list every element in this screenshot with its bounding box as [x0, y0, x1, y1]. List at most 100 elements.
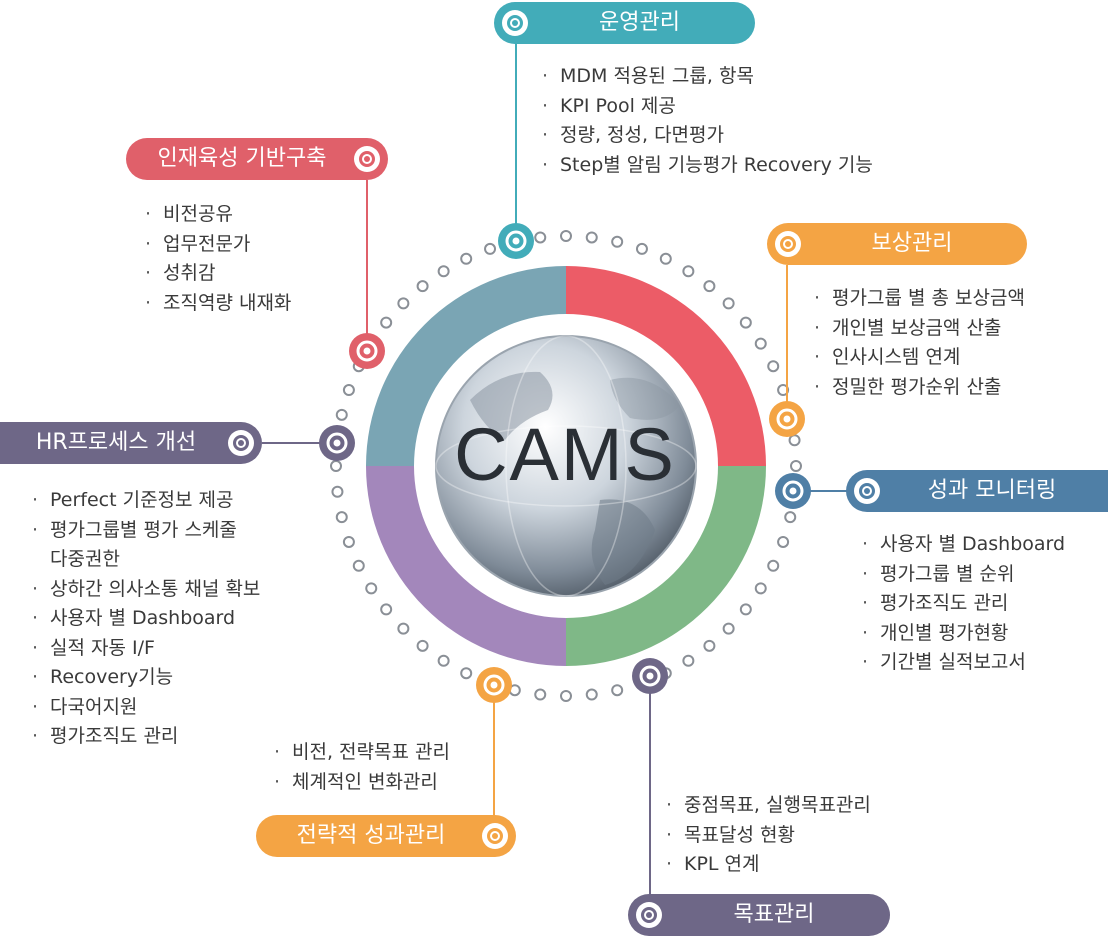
- orbit-dot: [534, 231, 547, 244]
- ring-segment-red: [566, 266, 766, 466]
- list-item: Recovery기능: [30, 663, 260, 693]
- list-item: 평가조직도 관리: [30, 722, 260, 752]
- orbit-dot: [659, 252, 672, 265]
- strategic-list: 비전, 전략목표 관리 체계적인 변화관리: [272, 738, 450, 797]
- list-item: 성취감: [143, 259, 291, 289]
- list-item: 상하간 의사소통 채널 확보: [30, 575, 260, 605]
- dotted-orbit: [330, 230, 802, 702]
- monitoring-title: 성과 모니터링: [927, 478, 1057, 503]
- goals-pill: 목표관리: [628, 894, 890, 936]
- center-title: CAMS: [454, 413, 676, 496]
- orbit-dot: [484, 242, 497, 255]
- list-item: 목표달성 현황: [664, 821, 871, 851]
- list-item: 다중권한: [50, 548, 120, 570]
- node-marker-strategic: [476, 667, 512, 703]
- list-item: 인사시스템 연계: [812, 343, 1025, 373]
- orbit-dot: [682, 265, 695, 278]
- compensation-title: 보상관리: [871, 231, 953, 256]
- list-item: 평가조직도 관리: [860, 589, 1065, 619]
- list-item: 개인별 보상금액 산출: [812, 314, 1025, 344]
- node-marker-compensation: [769, 401, 805, 437]
- orbit-dot: [460, 667, 473, 680]
- list-item: Perfect 기준정보 제공: [30, 486, 260, 516]
- target-icon: [502, 10, 528, 36]
- orbit-dot: [739, 603, 752, 616]
- orbit-dot: [416, 639, 429, 652]
- orbit-dot: [790, 460, 802, 472]
- orbit-dot: [611, 235, 624, 248]
- compensation-list: 평가그룹 별 총 보상금액 개인별 보상금액 산출 인사시스템 연계 정밀한 평…: [812, 284, 1025, 402]
- node-marker-talent: [349, 333, 385, 369]
- orbit-dot: [460, 252, 473, 265]
- node-markers: [319, 223, 811, 703]
- orbit-dot: [754, 337, 767, 350]
- compensation-pill: 보상관리: [767, 223, 1027, 265]
- orbit-dot: [703, 639, 716, 652]
- target-icon: [854, 478, 880, 504]
- target-icon: [354, 146, 380, 172]
- orbit-dot: [560, 690, 572, 702]
- orbit-dot: [335, 511, 348, 524]
- list-item: 사용자 별 Dashboard: [860, 530, 1065, 560]
- target-icon: [636, 902, 662, 928]
- list-item: 다국어지원: [30, 693, 260, 723]
- list-item: 체계적인 변화관리: [272, 768, 450, 798]
- orbit-dot: [777, 384, 790, 397]
- target-icon: [775, 231, 801, 257]
- goals-list: 중점목표, 실행목표관리 목표달성 현황 KPL 연계: [664, 791, 871, 880]
- orbit-dot: [560, 230, 572, 242]
- node-marker-goals: [632, 658, 668, 694]
- orbit-dot: [330, 460, 342, 472]
- list-item: 비전공유: [143, 200, 291, 230]
- node-marker-operations: [498, 223, 534, 259]
- strategic-pill: 전략적 성과관리: [256, 815, 516, 857]
- list-item: 평가그룹별 평가 스케줄: [30, 516, 260, 546]
- orbit-dot: [335, 408, 348, 421]
- orbit-dot: [437, 265, 450, 278]
- orbit-dot: [611, 684, 624, 697]
- orbit-dot: [437, 654, 450, 667]
- orbit-dot: [534, 688, 547, 701]
- hr-process-pill: HR프로세스 개선: [0, 422, 262, 464]
- ring-segment-purple: [366, 466, 566, 666]
- talent-title: 인재육성 기반구축: [157, 146, 327, 171]
- orbit-dot: [342, 384, 355, 397]
- talent-list: 비전공유 업무전문가 성취감 조직역량 내재화: [143, 200, 291, 318]
- orbit-dot: [365, 582, 378, 595]
- hr-process-list: Perfect 기준정보 제공 평가그룹별 평가 스케줄 다중권한 상하간 의사…: [30, 486, 260, 752]
- orbit-dot: [585, 231, 598, 244]
- orbit-dot: [722, 297, 735, 310]
- orbit-dot: [777, 535, 790, 548]
- orbit-dot: [703, 280, 716, 293]
- orbit-dot: [722, 622, 735, 635]
- monitoring-list: 사용자 별 Dashboard 평가그룹 별 순위 평가조직도 관리 개인별 평…: [860, 530, 1065, 678]
- orbit-dot: [380, 316, 393, 329]
- list-item: KPI Pool 제공: [540, 92, 873, 122]
- orbit-dot: [788, 434, 801, 447]
- orbit-dot: [784, 511, 797, 524]
- list-item: 정량, 정성, 다면평가: [540, 121, 873, 151]
- orbit-dot: [331, 485, 344, 498]
- orbit-dot: [416, 280, 429, 293]
- list-item: 정밀한 평가순위 산출: [812, 373, 1025, 403]
- orbit-dot: [635, 242, 648, 255]
- orbit-dot: [397, 622, 410, 635]
- orbit-dot: [585, 688, 598, 701]
- cams-ring: [366, 266, 766, 666]
- strategic-title: 전략적 성과관리: [296, 823, 446, 848]
- list-item: 개인별 평가현황: [860, 619, 1065, 649]
- orbit-dot: [682, 654, 695, 667]
- goals-title: 목표관리: [733, 902, 815, 927]
- list-item: 중점목표, 실행목표관리: [664, 791, 871, 821]
- talent-pill: 인재육성 기반구축: [126, 138, 388, 180]
- list-item: MDM 적용된 그룹, 항목: [540, 62, 873, 92]
- list-item: 기간별 실적보고서: [860, 648, 1065, 678]
- list-item: KPL 연계: [664, 850, 871, 880]
- list-item: 조직역량 내재화: [143, 289, 291, 319]
- orbit-dot: [342, 535, 355, 548]
- operations-title: 운영관리: [599, 10, 680, 35]
- list-item: 평가그룹 별 총 보상금액: [812, 284, 1025, 314]
- list-item: 업무전문가: [143, 230, 291, 260]
- operations-list: MDM 적용된 그룹, 항목 KPI Pool 제공 정량, 정성, 다면평가 …: [540, 62, 873, 180]
